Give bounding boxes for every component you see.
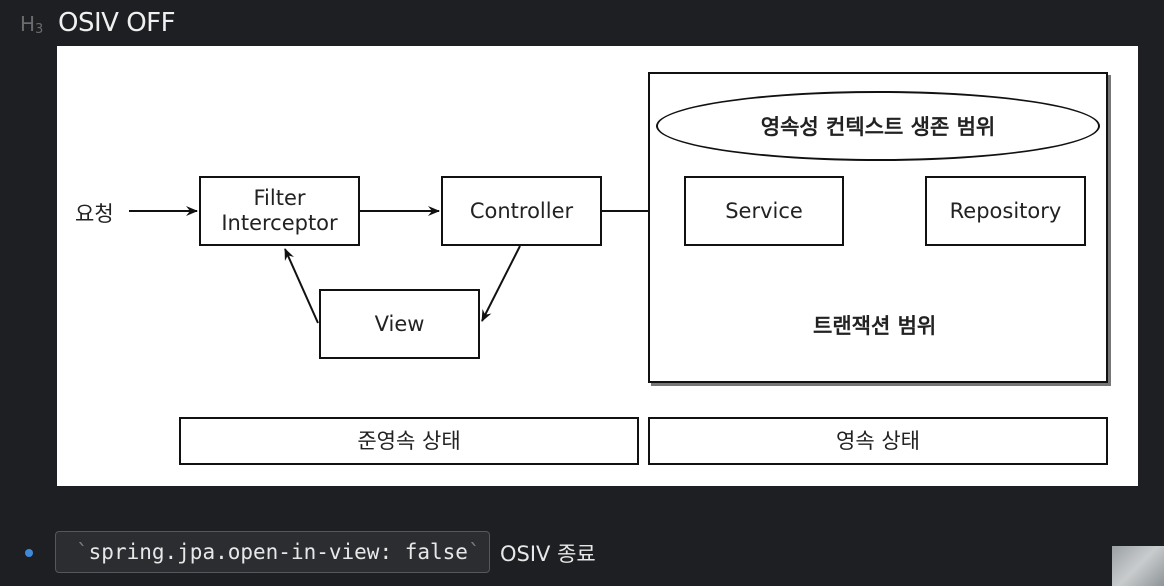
- service-box: Service: [684, 176, 844, 246]
- arrow-controller-to-view: [481, 245, 521, 322]
- thumbnail-image[interactable]: [1112, 546, 1164, 586]
- controller-box: Controller: [441, 176, 602, 246]
- repository-box: Repository: [925, 176, 1086, 246]
- inline-code[interactable]: `spring.jpa.open-in-view: false`: [55, 531, 490, 573]
- osiv-diagram-image: 요청 Filter Interceptor Controller View 영속…: [57, 46, 1138, 486]
- detached-state-box: 준영속 상태: [179, 417, 639, 465]
- detached-state-label: 준영속 상태: [357, 428, 461, 453]
- service-label: Service: [725, 198, 803, 223]
- heading-level-marker: H3: [20, 12, 44, 37]
- list-bullet: [25, 549, 33, 557]
- bullet-text: OSIV 종료: [500, 542, 596, 566]
- repository-label: Repository: [949, 198, 1062, 223]
- persistent-state-label: 영속 상태: [836, 428, 920, 453]
- view-label: View: [374, 311, 425, 336]
- filter-interceptor-box: Filter Interceptor: [199, 176, 360, 246]
- arrow-view-to-filter: [284, 248, 319, 324]
- code-backtick-close: `: [467, 540, 481, 564]
- persistence-context-label: 영속성 컨텍스트 생존 범위: [760, 115, 996, 139]
- persistence-context-scope: 영속성 컨텍스트 생존 범위: [656, 91, 1100, 161]
- page-heading: OSIV OFF: [58, 8, 176, 38]
- view-box: View: [319, 289, 480, 359]
- filter-label-line2: Interceptor: [221, 211, 338, 235]
- filter-label-line1: Filter: [253, 186, 306, 210]
- code-backtick-open: `: [76, 540, 89, 564]
- persistent-state-box: 영속 상태: [648, 417, 1108, 465]
- controller-label: Controller: [469, 198, 574, 223]
- request-label: 요청: [75, 202, 114, 226]
- transaction-scope-label: 트랜잭션 범위: [813, 314, 937, 338]
- code-text: spring.jpa.open-in-view: false: [88, 540, 468, 564]
